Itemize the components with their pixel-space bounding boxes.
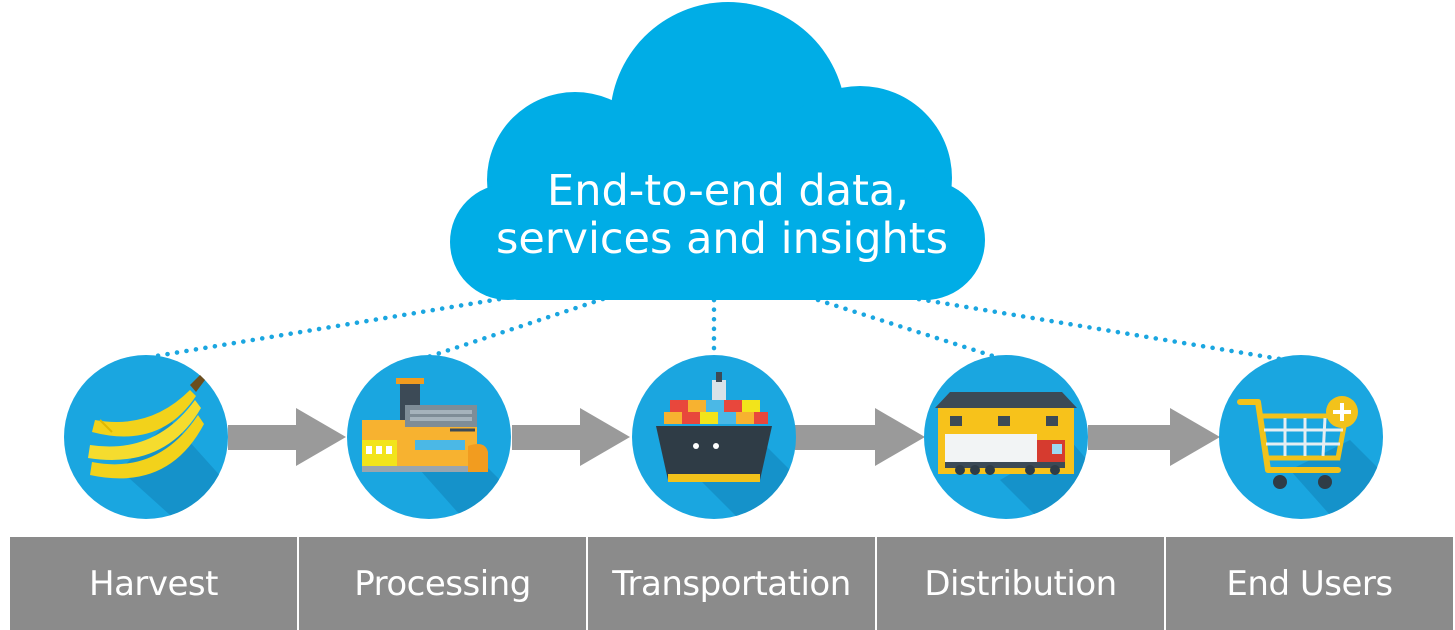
factory-icon — [362, 378, 488, 472]
flow-arrows — [228, 408, 1220, 466]
arrow-distribution-end-users — [1088, 408, 1220, 466]
connector-processing — [425, 293, 615, 360]
stage-label-harvest: Harvest — [89, 563, 218, 604]
cloud-title-line2: services and insights — [496, 214, 948, 264]
connector-distribution — [815, 297, 999, 360]
stage-label-end-users: End Users — [1164, 537, 1453, 630]
stage-harvest-circle — [64, 355, 228, 519]
connector-end-users — [897, 293, 1283, 362]
stage-labels-bar: Harvest Processing Transportation Distri… — [10, 537, 1453, 630]
connectors — [147, 293, 1283, 362]
cloud: End-to-end data, services and insights — [450, 2, 985, 300]
cloud-title-line1: End-to-end data, — [547, 166, 909, 216]
warehouse-truck-icon — [935, 392, 1077, 475]
arrow-transportation-distribution — [795, 408, 925, 466]
shopping-cart-icon — [1237, 396, 1358, 489]
arrow-processing-transportation — [512, 408, 630, 466]
stage-transportation-circle — [632, 355, 796, 519]
stage-end-users-circle — [1219, 355, 1383, 519]
stage-processing-circle — [347, 355, 511, 519]
connector-harvest — [147, 293, 521, 360]
stage-distribution-circle — [924, 355, 1088, 519]
stage-label-distribution: Distribution — [875, 537, 1164, 630]
stage-label-transportation: Transportation — [586, 537, 875, 630]
stage-label-processing: Processing — [297, 537, 586, 630]
banana-icon — [88, 375, 205, 479]
cargo-ship-icon — [656, 372, 772, 482]
arrow-harvest-processing — [228, 408, 346, 466]
